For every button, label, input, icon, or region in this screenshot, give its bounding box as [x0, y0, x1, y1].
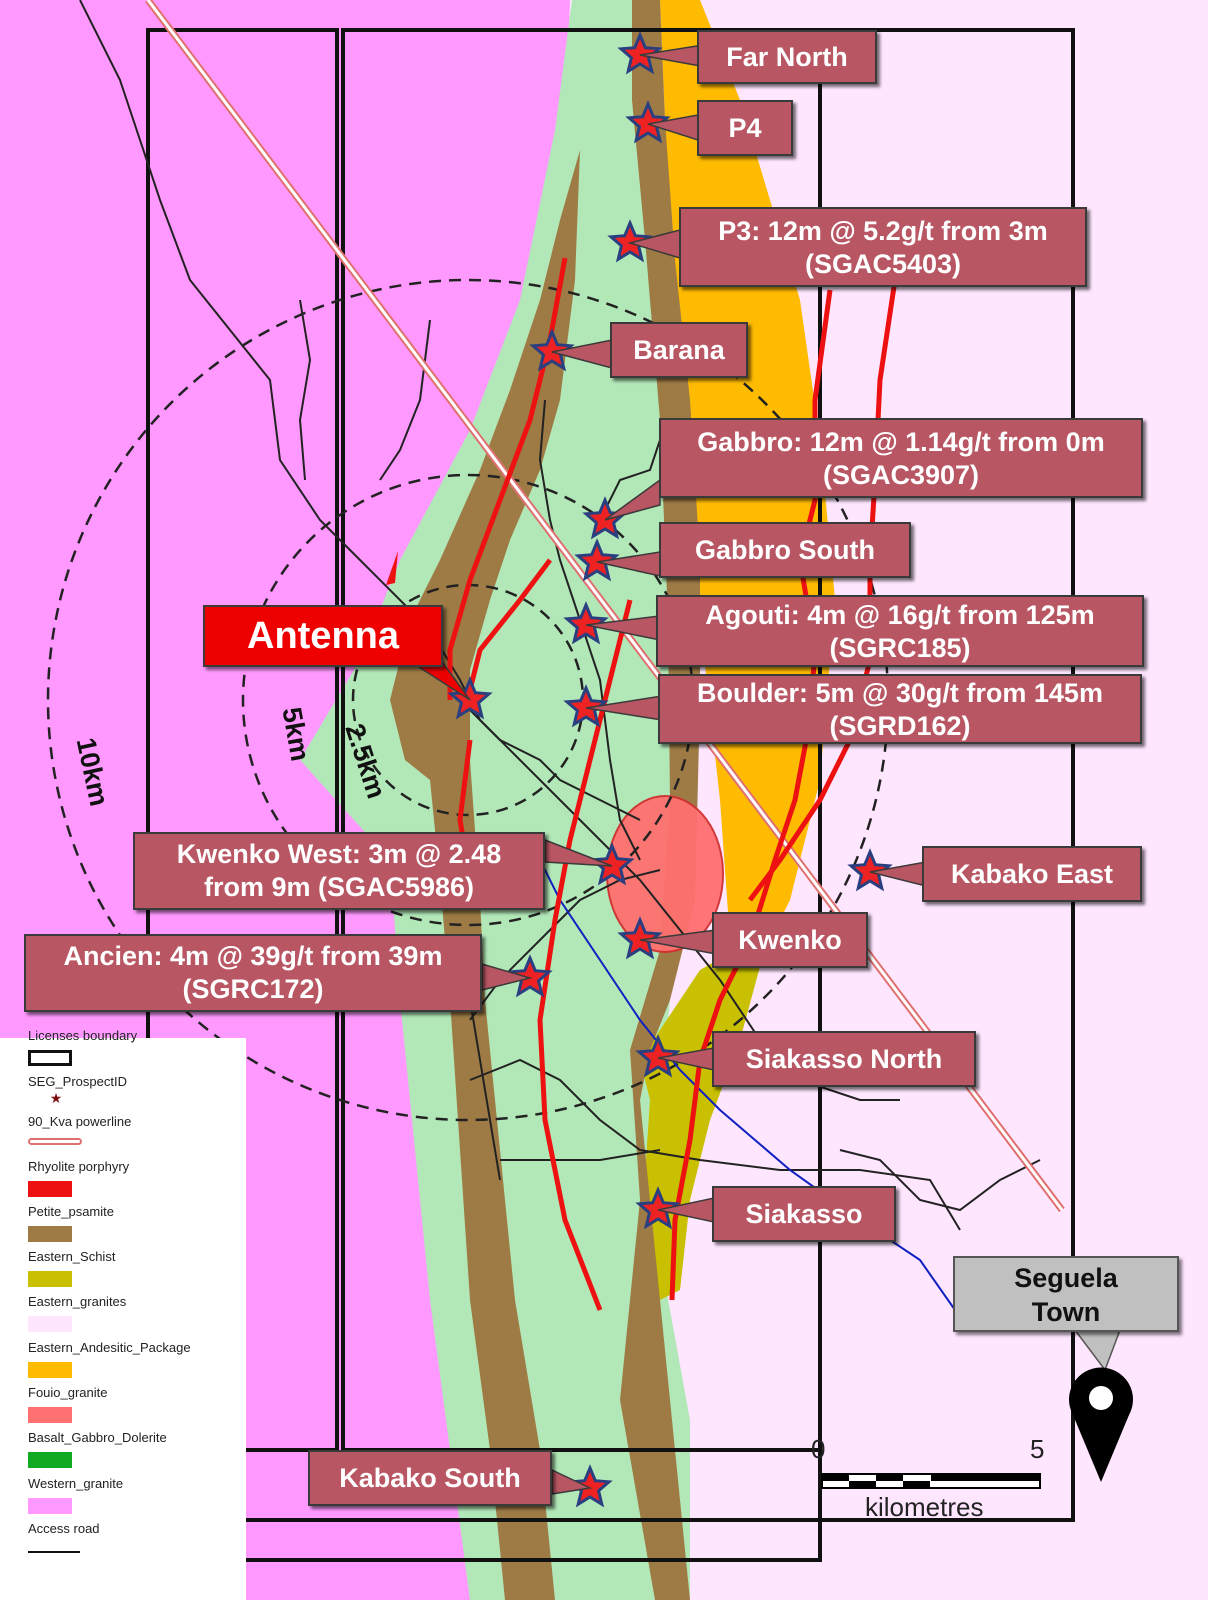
legend-swatch: [28, 1551, 80, 1553]
legend-swatch: [28, 1498, 72, 1514]
legend-fouio-granite: Fouio_granite: [28, 1385, 108, 1423]
legend-swatch: [28, 1271, 72, 1287]
callout-siakasso: Siakasso: [712, 1186, 896, 1242]
petite-psamite-west: [390, 150, 580, 1600]
prospect-star-icon: [625, 100, 671, 144]
legend-powerline: 90_Kva powerline: [28, 1114, 131, 1145]
scale-unit: kilometres: [865, 1492, 984, 1522]
scale-end: 5: [1030, 1434, 1045, 1464]
prospect-star-icon: [847, 848, 893, 892]
town-line-2: Town: [1031, 1297, 1101, 1327]
fouio-granite-area: [606, 795, 724, 953]
legend-swatch: [28, 1362, 72, 1378]
legend-eastern-granites: Eastern_granites: [28, 1294, 126, 1332]
seguela-town-label: Seguela Town: [953, 1256, 1179, 1332]
legend-western-granite: Western_granite: [28, 1476, 123, 1514]
legend-swatch: [28, 1452, 72, 1468]
legend-access-road: Access road: [28, 1521, 100, 1553]
callout-far-north: Far North: [697, 30, 877, 84]
callout-kabako-south: Kabako South: [308, 1450, 552, 1506]
callout-kabako-east: Kabako East: [922, 846, 1142, 902]
callout-ancien: Ancien: 4m @ 39g/t from 39m (SGRC172): [24, 934, 482, 1012]
legend-eastern-andesitic: Eastern_Andesitic_Package: [28, 1340, 191, 1378]
prospect-star-icon: [529, 328, 575, 372]
callout-boulder: Boulder: 5m @ 30g/t from 145m (SGRD162): [658, 674, 1142, 744]
prospect-star-icon: [589, 842, 635, 886]
legend-swatch: [28, 1138, 82, 1145]
callout-agouti: Agouti: 4m @ 16g/t from 125m (SGRC185): [656, 595, 1144, 667]
scale-bar: [821, 1473, 1041, 1489]
prospect-star-icon: [617, 916, 663, 960]
rhyolite-porphyry-area: [386, 551, 398, 585]
legend-star-icon: ★: [49, 1090, 63, 1106]
callout-kwenko-west: Kwenko West: 3m @ 2.48 from 9m (SGAC5986…: [133, 832, 545, 910]
powerline: [145, 0, 1065, 1213]
legend-petite-psamite: Petite_psamite: [28, 1204, 114, 1242]
callout-p3: P3: 12m @ 5.2g/t from 3m (SGAC5403): [679, 207, 1087, 287]
legend-swatch: [28, 1226, 72, 1242]
legend-swatch: [28, 1050, 72, 1066]
legend-swatch: [28, 1407, 72, 1423]
callout-barana: Barana: [610, 322, 748, 378]
callout-kwenko: Kwenko: [712, 912, 868, 968]
location-pin-icon: [1069, 1367, 1133, 1482]
callout-gabbro: Gabbro: 12m @ 1.14g/t from 0m (SGAC3907): [659, 418, 1143, 498]
legend: Licenses boundary SEG_ProspectID ★ 90_Kv…: [0, 1028, 246, 1600]
prospect-markers: [447, 31, 893, 1508]
callout-siakasso-north: Siakasso North: [712, 1031, 976, 1087]
prospect-star-icon: [635, 1034, 681, 1078]
callout-gabbro-south: Gabbro South: [659, 522, 911, 578]
petite-psamite-east: [620, 0, 700, 1600]
legend-swatch: [28, 1181, 72, 1197]
prospect-star-icon: [607, 219, 653, 263]
prospect-star-icon: [635, 1186, 681, 1230]
prospect-star-icon: [574, 538, 620, 582]
legend-rhyolite: Rhyolite porphyry: [28, 1159, 129, 1197]
callout-p4: P4: [697, 100, 793, 156]
legend-swatch: [28, 1316, 72, 1332]
antenna-label: Antenna: [203, 605, 443, 667]
legend-basalt-gabbro: Basalt_Gabbro_Dolerite: [28, 1430, 167, 1468]
town-line-1: Seguela: [1014, 1263, 1118, 1293]
legend-licenses-boundary: Licenses boundary: [28, 1028, 137, 1066]
legend-prospect-id: SEG_ProspectID ★: [28, 1074, 127, 1106]
prospect-star-icon: [507, 954, 553, 998]
basalt-gabbro-dolerite-area: [300, 0, 705, 1600]
scale-start: 0: [811, 1434, 826, 1464]
legend-eastern-schist: Eastern_Schist: [28, 1249, 115, 1287]
prospect-star-icon: [563, 684, 609, 728]
prospect-star-icon: [563, 601, 609, 645]
prospect-star-icon: [617, 31, 663, 75]
prospect-star-icon: [447, 676, 493, 720]
